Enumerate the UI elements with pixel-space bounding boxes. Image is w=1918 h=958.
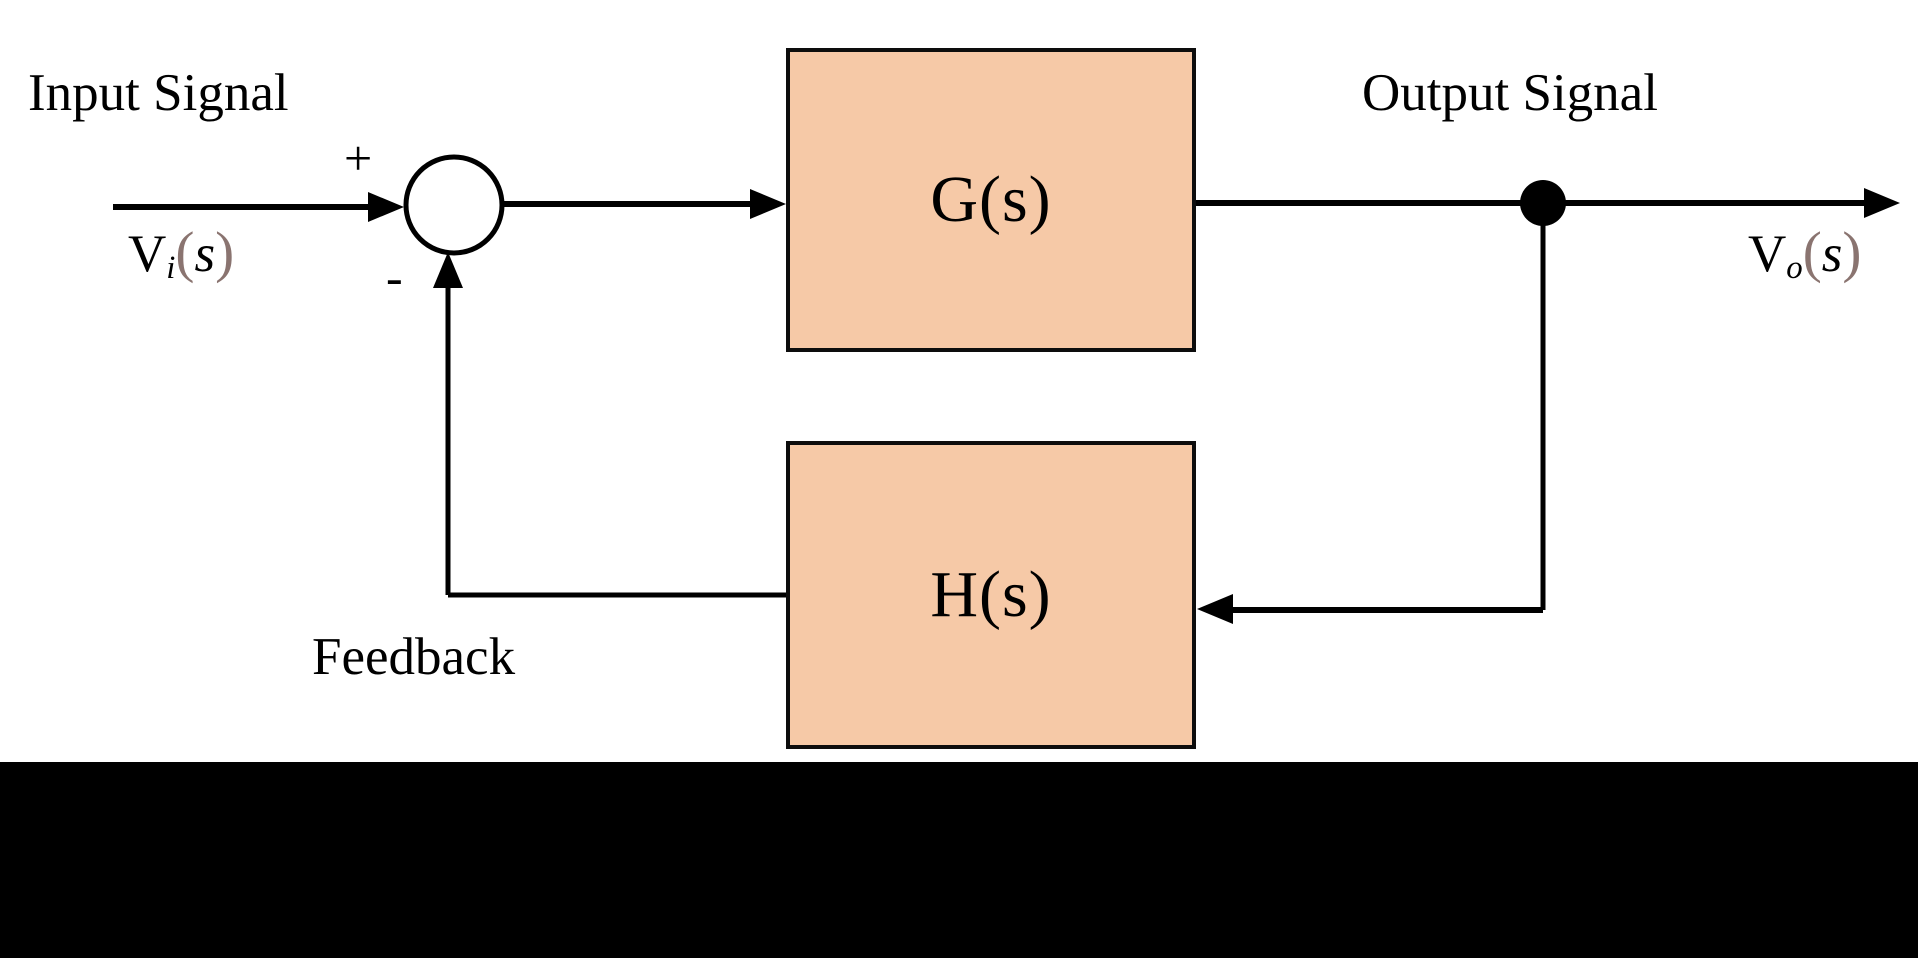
vi-open-paren: ( — [175, 221, 195, 284]
plus-sign: + — [344, 130, 373, 186]
feedback-label: Feedback — [312, 628, 516, 686]
input-signal-label: Input Signal — [28, 64, 289, 122]
vo-base: V — [1748, 225, 1787, 283]
forward-path-block-label: G(s) — [930, 163, 1052, 236]
forward-path-block: G(s) — [786, 48, 1196, 352]
output-signal-label: Output Signal — [1362, 64, 1658, 122]
feedback-path-block: H(s) — [786, 441, 1196, 749]
vo-arg: s — [1821, 225, 1843, 283]
vo-open-paren: ( — [1802, 221, 1822, 284]
minus-sign: - — [386, 249, 403, 305]
vi-base: V — [128, 225, 167, 283]
bottom-black-bar — [0, 762, 1918, 958]
summing-junction — [403, 154, 505, 256]
output-signal-symbol: Vo(s) — [1748, 221, 1862, 285]
into-h-arrowhead-icon — [1197, 594, 1233, 624]
vo-close-paren: ) — [1842, 221, 1862, 284]
vi-subscript: i — [166, 250, 176, 287]
vi-arg: s — [194, 225, 216, 283]
feedback-path-block-label: H(s) — [930, 558, 1052, 631]
vi-close-paren: ) — [215, 221, 235, 284]
input-signal-symbol: Vi(s) — [128, 221, 235, 285]
input-arrowhead-icon — [368, 192, 404, 222]
output-arrowhead-icon — [1864, 188, 1900, 218]
to-g-arrowhead-icon — [750, 189, 786, 219]
vo-subscript: o — [1786, 250, 1803, 287]
to-junction-arrowhead-icon — [433, 252, 463, 288]
